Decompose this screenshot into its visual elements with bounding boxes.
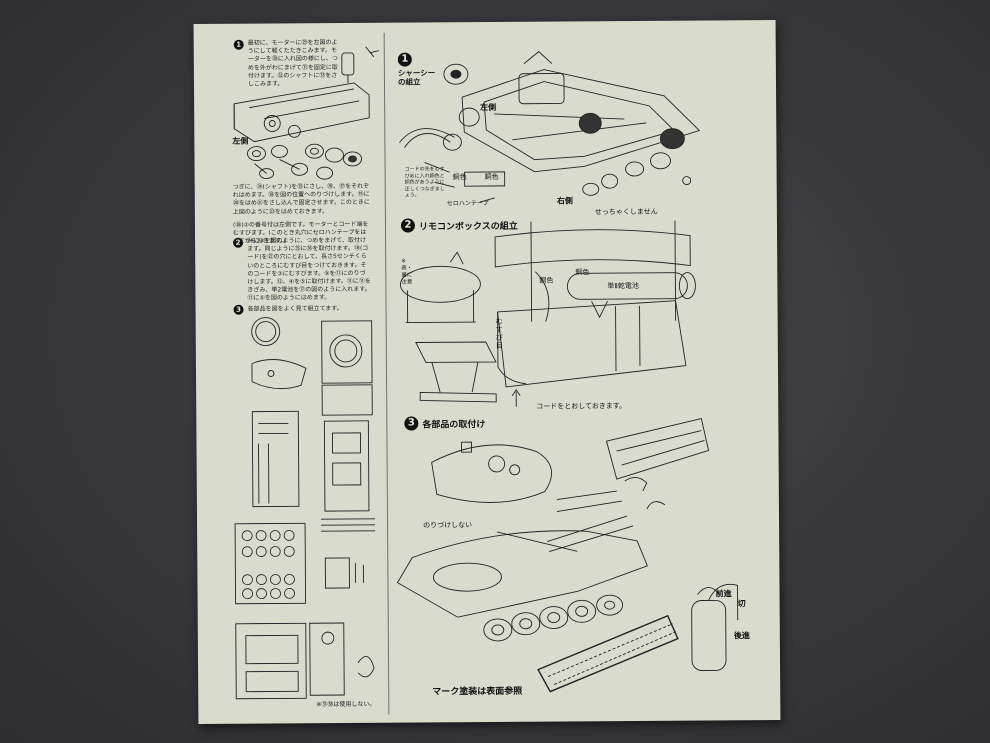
left-step1-chassis-drawing [233,46,379,143]
left-step3-text: 各部品を図をよく見て組立てます。 [247,305,343,313]
right-step3-tank-drawing [396,417,739,693]
right-step2-badge: 2 [400,218,416,233]
front-back-note: ※表・裏に注意 [401,258,413,286]
left-step2-heading: 2 [233,237,244,248]
left-step1-wheels-drawing [247,143,362,180]
right-step3-badge: 3 [404,416,419,431]
left-step3-badge: 3 [233,304,244,315]
left-step3-parts-sprues [234,317,376,700]
battery-label: 単Ⅱ乾電池 [607,281,639,291]
knot-label: むすび目 [495,317,503,350]
left-step1-badge: 1 [233,39,244,50]
left-step1-heading: 1 [233,39,244,50]
right-left-label: 左側 [480,102,497,113]
right-step1-title: シャーシーの組立 [397,68,436,87]
assembly-diagrams [233,46,739,700]
right-step3-title: 各部品の取付け [422,419,486,430]
right-step1-heading: 1 [397,52,412,67]
right-right-label: 右側 [556,196,573,206]
cord-note: コードの先をむすびめに入れ銅色と銅色があうように正しくつなぎましょう。 [404,166,445,199]
left-step2-badge: 2 [233,237,244,248]
instruction-sheet: 1 最初に、モーターに㉙を左図のようにして軽くたたきこみます。モーターを㉚に入れ… [193,19,781,725]
marking-note: マーク塗装は表面参照 [432,686,523,698]
right-step3-heading: 3 各部品の取付け [404,416,485,431]
copper-label-a: 銅色 [452,173,467,182]
tape-label: セロハンテープ [446,199,489,208]
no-glue-bottom: のりづけしない [423,521,473,530]
off-label: 切 [737,599,746,609]
left-side-label: 左側 [232,136,249,146]
cord-through-note: コードをとおしておきます。 [536,402,627,411]
right-step1-badge: 1 [397,52,412,67]
left-step1-text-b: つぎに、㉞(シャフト)を㉟にさし、㊱、㊲をそれぞれはめます。㊳を図の位置へのりづ… [232,182,370,216]
copper-label-b: 銅色 [484,172,499,182]
copper-label-d: 銅色 [575,268,590,277]
right-step2-remote-box-drawing [399,220,696,407]
left-step1-text: 最初に、モーターに㉙を左図のようにして軽くたたきこみます。モーターを㉚に入れ図の… [247,39,338,88]
right-step1-chassis-drawing [399,51,701,203]
left-footnote: ※㉛㊳は使用しない。 [316,700,376,709]
left-step2-text: ㉞に③を図のように、つめをまげて、取付けます。同じように㉟に㊱を取付けます。⑱(… [247,236,371,303]
no-glue-top: せっちゃくしません [594,207,658,217]
copper-label-c: 銅色 [539,276,554,285]
reverse-label: 後進 [733,631,750,641]
forward-label: 前進 [715,589,732,599]
left-step3-heading: 3 [233,304,244,315]
right-step2-title: リモコンボックスの組立 [418,221,518,232]
right-step2-heading: 2 リモコンボックスの組立 [400,218,518,233]
